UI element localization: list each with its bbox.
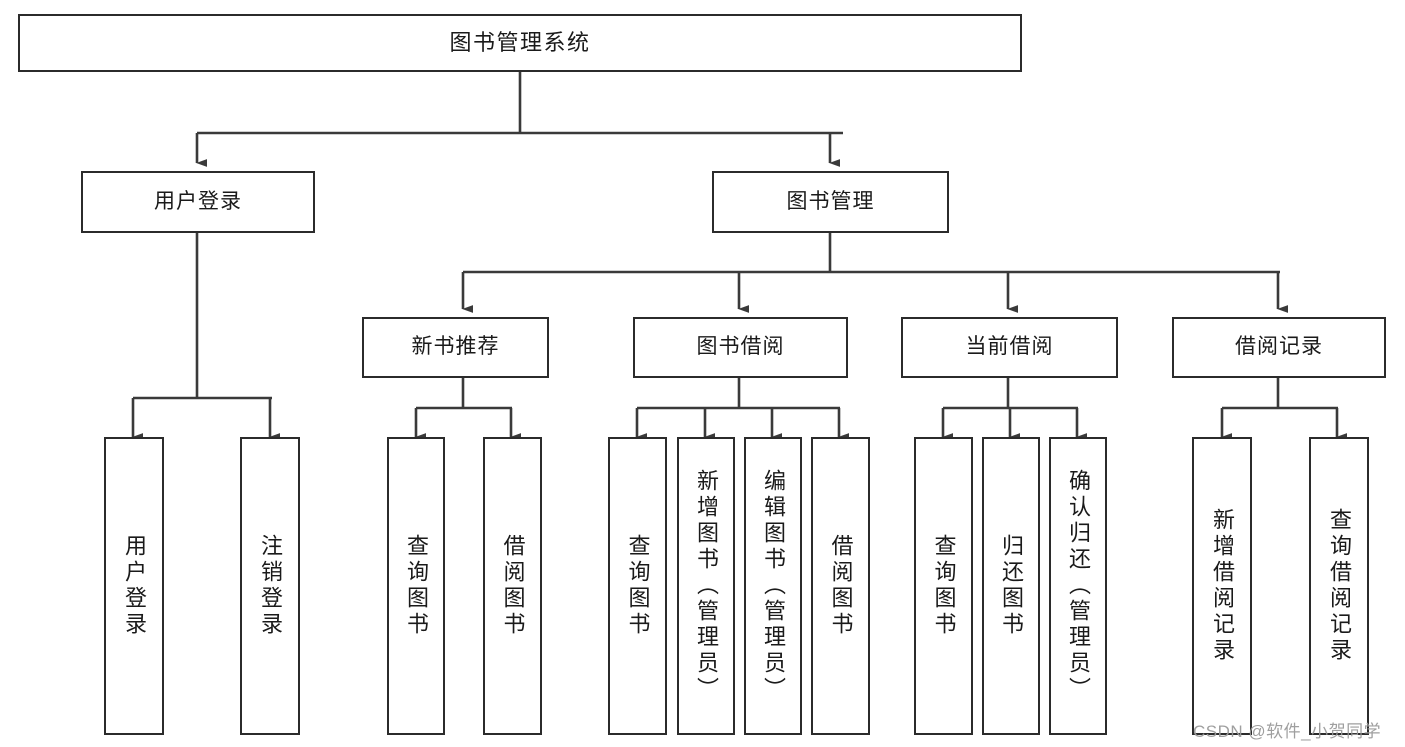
- leaf-current-confirm-return-admin[interactable]: 确认归还（管理员）: [1049, 437, 1107, 735]
- node-label: 新书推荐: [411, 335, 500, 359]
- node-label: 图书借阅: [696, 335, 785, 359]
- node-label: 图书管理系统: [449, 30, 591, 56]
- node-label: 借阅图书: [828, 534, 854, 638]
- node-book-borrow[interactable]: 图书借阅: [633, 317, 848, 378]
- node-root-library-system[interactable]: 图书管理系统: [18, 14, 1022, 72]
- node-label: 用户登录: [122, 534, 147, 638]
- node-book-management[interactable]: 图书管理: [712, 171, 949, 233]
- node-label: 借阅图书: [500, 534, 526, 638]
- node-label: 确认归还（管理员）: [1066, 469, 1091, 703]
- leaf-borrow-edit-book-admin[interactable]: 编辑图书（管理员）: [744, 437, 802, 735]
- leaf-current-query-book[interactable]: 查询图书: [914, 437, 973, 735]
- leaf-record-query-borrow-record[interactable]: 查询借阅记录: [1309, 437, 1369, 735]
- node-label: 新增图书（管理员）: [694, 469, 719, 703]
- leaf-recommend-query-book[interactable]: 查询图书: [387, 437, 445, 735]
- leaf-current-return-book[interactable]: 归还图书: [982, 437, 1040, 735]
- node-label: 用户登录: [154, 189, 242, 213]
- node-user-login[interactable]: 用户登录: [81, 171, 315, 233]
- leaf-user-login[interactable]: 用户登录: [104, 437, 164, 735]
- node-label: 当前借阅: [965, 335, 1054, 359]
- node-borrow-record[interactable]: 借阅记录: [1172, 317, 1386, 378]
- node-label: 查询图书: [404, 534, 429, 638]
- node-label: 归还图书: [999, 534, 1024, 638]
- node-current-borrow[interactable]: 当前借阅: [901, 317, 1118, 378]
- leaf-borrow-borrow-book[interactable]: 借阅图书: [811, 437, 870, 735]
- node-label: 编辑图书（管理员）: [761, 469, 786, 703]
- node-label: 查询图书: [625, 534, 651, 638]
- node-label: 查询图书: [931, 534, 957, 638]
- node-label: 借阅记录: [1235, 335, 1323, 359]
- node-label: 注销登录: [258, 534, 283, 638]
- leaf-logout[interactable]: 注销登录: [240, 437, 300, 735]
- leaf-borrow-query-book[interactable]: 查询图书: [608, 437, 667, 735]
- watermark-text: CSDN @软件_小贺同学: [1193, 722, 1382, 741]
- leaf-record-add-borrow-record[interactable]: 新增借阅记录: [1192, 437, 1252, 735]
- node-label: 新增借阅记录: [1210, 508, 1235, 664]
- node-new-book-recommend[interactable]: 新书推荐: [362, 317, 549, 378]
- node-label: 查询借阅记录: [1327, 508, 1352, 664]
- node-label: 图书管理: [786, 189, 875, 213]
- leaf-recommend-borrow-book[interactable]: 借阅图书: [483, 437, 542, 735]
- leaf-borrow-add-book-admin[interactable]: 新增图书（管理员）: [677, 437, 735, 735]
